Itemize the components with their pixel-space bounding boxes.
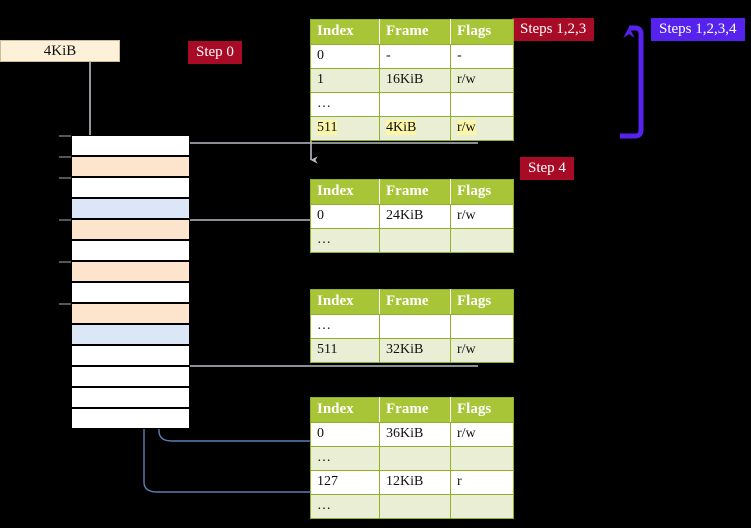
column-header-flags: Flags (450, 179, 514, 205)
cell-flags: r (450, 470, 514, 495)
table-header-row: Index Frame Flags (310, 397, 514, 423)
memory-frame-row (71, 303, 190, 324)
badge-steps-1-2-3-4: Steps 1,2,3,4 (651, 18, 745, 41)
memory-frame-row (71, 387, 190, 408)
cell-index: 127 (310, 470, 380, 495)
cell-flags (450, 92, 514, 117)
cell-frame (379, 92, 451, 117)
memory-tick-mark (59, 156, 71, 158)
cell-index: … (310, 314, 380, 339)
cell-flags (450, 314, 514, 339)
cell-index: … (310, 494, 380, 519)
memory-column (59, 135, 190, 429)
cell-frame (379, 228, 451, 253)
cell-flags (450, 228, 514, 253)
cell-frame: 4KiB (379, 116, 451, 141)
memory-tick-mark (59, 135, 71, 137)
cell-frame: - (379, 44, 451, 69)
cell-index: 1 (310, 68, 380, 93)
cell-index: 511 (310, 338, 380, 363)
cell-flags: r/w (450, 116, 514, 141)
cell-flags (450, 446, 514, 471)
wire-steps-bracket (620, 25, 644, 139)
cell-frame (379, 494, 451, 519)
column-header-index: Index (310, 397, 380, 423)
cell-frame: 36KiB (379, 422, 451, 447)
size-label-4kib: 4KiB (0, 40, 120, 62)
memory-frame-row (71, 324, 190, 345)
memory-tick-mark (59, 177, 71, 179)
column-header-flags: Flags (450, 289, 514, 315)
cell-frame (379, 446, 451, 471)
table-header-row: Index Frame Flags (310, 179, 514, 205)
table-row: … (310, 446, 514, 471)
column-header-frame: Frame (379, 397, 451, 423)
cell-flags: r/w (450, 338, 514, 363)
cell-index: 0 (310, 204, 380, 229)
cell-flags: r/w (450, 68, 514, 93)
memory-frame-row (71, 198, 190, 219)
cell-index: 511 (310, 116, 380, 141)
memory-frame-row (71, 135, 190, 156)
cell-frame: 12KiB (379, 470, 451, 495)
memory-frame-row (71, 156, 190, 177)
column-header-flags: Flags (450, 397, 514, 423)
table-header-row: Index Frame Flags (310, 289, 514, 315)
table-row: … (310, 494, 514, 519)
table-row: … (310, 92, 514, 117)
column-header-index: Index (310, 19, 380, 45)
cell-frame: 24KiB (379, 204, 451, 229)
memory-frame-row (71, 345, 190, 366)
memory-tick-mark (59, 219, 71, 221)
memory-frame-row (71, 408, 190, 429)
cell-flags: r/w (450, 204, 514, 229)
badge-step-0: Step 0 (188, 41, 242, 64)
column-header-flags: Flags (450, 19, 514, 45)
cell-index: … (310, 92, 380, 117)
cell-frame: 16KiB (379, 68, 451, 93)
cell-index: … (310, 446, 380, 471)
memory-frame-row (71, 282, 190, 303)
table-header-row: Index Frame Flags (310, 19, 514, 45)
memory-frame-row (71, 177, 190, 198)
cell-index: 0 (310, 422, 380, 447)
cell-index: … (310, 228, 380, 253)
column-header-index: Index (310, 289, 380, 315)
memory-frame-row (71, 219, 190, 240)
memory-frame-row (71, 366, 190, 387)
cell-flags: r/w (450, 422, 514, 447)
memory-frame-row (71, 261, 190, 282)
table-row: … (310, 228, 514, 253)
cell-flags: - (450, 44, 514, 69)
badge-step-4: Step 4 (520, 157, 574, 180)
column-header-index: Index (310, 179, 380, 205)
badge-steps-1-2-3: Steps 1,2,3 (512, 18, 595, 41)
table-row: 0-- (310, 44, 514, 69)
cell-frame: 32KiB (379, 338, 451, 363)
table-row: … (310, 314, 514, 339)
column-header-frame: Frame (379, 179, 451, 205)
memory-frame-row (71, 240, 190, 261)
column-header-frame: Frame (379, 19, 451, 45)
cell-index: 0 (310, 44, 380, 69)
cell-frame (379, 314, 451, 339)
memory-tick-mark (59, 303, 71, 305)
memory-tick-mark (59, 261, 71, 263)
column-header-frame: Frame (379, 289, 451, 315)
cell-flags (450, 494, 514, 519)
